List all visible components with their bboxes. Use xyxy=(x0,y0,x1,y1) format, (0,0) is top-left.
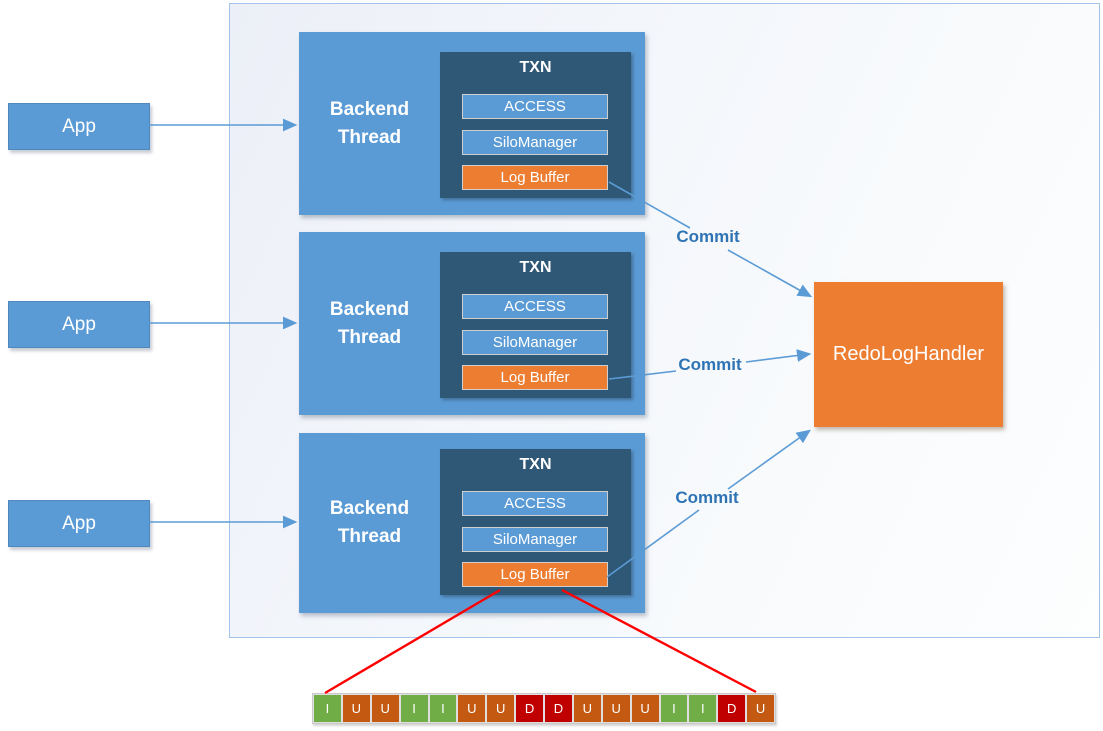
txn-box: TXN ACCESS SiloManager Log Buffer xyxy=(440,52,631,198)
log-buffer-contents-strip: I U U I I U U D D U U U I I D U xyxy=(312,693,776,724)
commit-label-2: Commit xyxy=(678,355,742,374)
log-buffer-box: Log Buffer xyxy=(462,562,608,587)
redo-log-handler-box: RedoLogHandler xyxy=(814,282,1003,427)
app-label: App xyxy=(62,313,96,335)
access-box: ACCESS xyxy=(462,491,608,516)
silo-manager-box: SiloManager xyxy=(462,330,608,355)
app-label: App xyxy=(62,115,96,137)
log-entry: U xyxy=(746,694,775,723)
backend-thread-block-3: Backend Thread TXN ACCESS SiloManager Lo… xyxy=(299,433,645,613)
app-box-3: App xyxy=(8,500,150,547)
log-entry: I xyxy=(688,694,718,723)
backend-thread-label: Backend Thread xyxy=(329,498,410,547)
log-entry: D xyxy=(515,694,544,723)
commit-label-1: Commit xyxy=(676,227,740,246)
log-entry: U xyxy=(601,694,631,723)
log-entry: D xyxy=(544,694,573,723)
backend-thread-label: Backend Thread xyxy=(329,98,410,148)
commit-label-3: Commit xyxy=(675,488,739,507)
log-entry: D xyxy=(717,694,747,723)
backend-thread-block-2: Backend Thread TXN ACCESS SiloManager Lo… xyxy=(299,232,645,415)
backend-thread-block-1: Backend Thread TXN ACCESS SiloManager Lo… xyxy=(299,32,645,215)
log-entry: U xyxy=(457,694,487,723)
log-buffer-box: Log Buffer xyxy=(462,165,608,190)
backend-thread-label: Backend Thread xyxy=(329,298,410,348)
app-box-2: App xyxy=(8,301,150,348)
log-entry: I xyxy=(399,694,429,723)
log-entry: U xyxy=(630,694,660,723)
app-box-1: App xyxy=(8,103,150,150)
txn-title: TXN xyxy=(519,59,552,76)
txn-box: TXN ACCESS SiloManager Log Buffer xyxy=(440,449,631,595)
log-entry: I xyxy=(428,694,458,723)
log-buffer-box: Log Buffer xyxy=(462,365,608,390)
txn-title: TXN xyxy=(519,259,552,276)
app-label: App xyxy=(62,512,96,534)
log-entry: U xyxy=(370,694,400,723)
txn-box: TXN ACCESS SiloManager Log Buffer xyxy=(440,252,631,398)
log-entry: I xyxy=(659,694,689,723)
log-entry: U xyxy=(341,694,371,723)
access-box: ACCESS xyxy=(462,94,608,119)
txn-title: TXN xyxy=(519,456,552,473)
access-box: ACCESS xyxy=(462,294,608,319)
silo-manager-box: SiloManager xyxy=(462,130,608,155)
log-entry: U xyxy=(486,694,516,723)
silo-manager-box: SiloManager xyxy=(462,527,608,552)
log-entry: I xyxy=(313,694,342,723)
log-entry: U xyxy=(572,694,602,723)
